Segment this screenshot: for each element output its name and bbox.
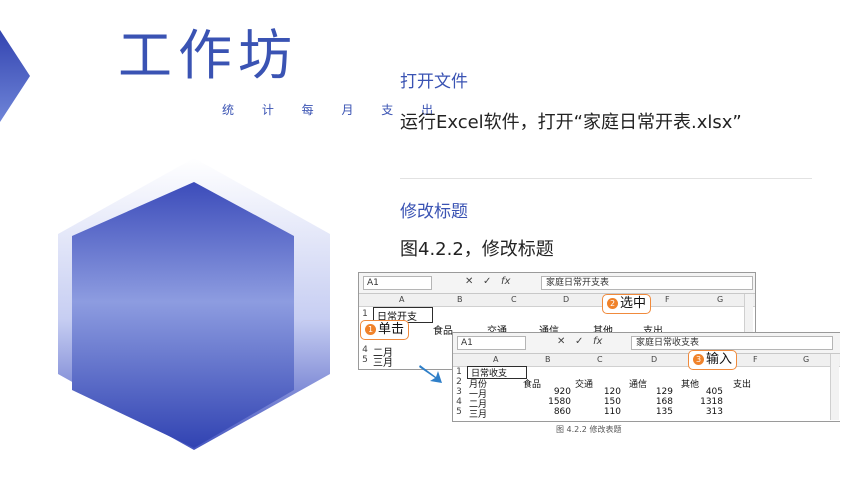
confirm-icon[interactable]: ✓ [575, 336, 584, 347]
hexagon-graphic [58, 158, 330, 450]
data-cell: 129 [655, 387, 673, 397]
data-cell: 150 [603, 397, 621, 407]
formula-input[interactable]: 家庭日常开支表 [541, 276, 753, 290]
header-cell: 通信 [629, 380, 648, 390]
section-edit-title-text: 图4.2.2，修改标题 [400, 239, 554, 260]
cell-a4: 二月 [373, 348, 393, 359]
row-header: 5 [456, 407, 462, 417]
row-header: 1 [456, 367, 462, 377]
cell-a1[interactable]: 日常开支 [377, 312, 417, 323]
data-cell: 168 [655, 397, 673, 407]
data-cell: 920 [553, 387, 571, 397]
section-open-file-text: 运行Excel软件，打开“家庭日常开表.xlsx” [400, 112, 742, 133]
row-header: 5 [362, 355, 368, 365]
selected-cell-a1[interactable] [467, 366, 527, 379]
row-header: 2 [456, 377, 462, 387]
page-title: 工作坊 [118, 24, 298, 87]
row-header: 3 [456, 387, 462, 397]
column-headers: A B C D E F G [359, 294, 755, 307]
month-cell: 一月 [469, 390, 488, 400]
row-header: 4 [362, 345, 368, 355]
month-cell: 二月 [469, 400, 488, 410]
header-cell: 交通 [575, 380, 594, 390]
cell-a1[interactable]: 日常收支 [471, 369, 508, 379]
name-box[interactable]: A1 [457, 336, 526, 350]
spreadsheet-figure: A1 ✕ ✓ fx 家庭日常开支表 A B C D E F G 1 4 5 日常… [356, 268, 840, 438]
data-cell: 860 [553, 407, 571, 417]
data-cell: 135 [655, 407, 673, 417]
header-cell: 通信 [539, 322, 559, 337]
section-open-file-heading: 打开文件 [400, 72, 468, 92]
data-cell: 110 [603, 407, 621, 417]
header-cell: 支出 [733, 380, 752, 390]
header-cell: 支出 [643, 322, 663, 337]
header-cell: 食品 [433, 326, 453, 337]
arrow-icon [419, 365, 442, 383]
formula-input[interactable]: 家庭日常收支表 [631, 336, 833, 350]
data-cell: 405 [705, 387, 723, 397]
row-header: 1 [362, 309, 368, 319]
page-subtitle: 统 计 每 月 支 出 [222, 103, 446, 117]
vertical-scrollbar[interactable] [744, 294, 753, 368]
step-badge: 1 [365, 324, 376, 335]
month-cell: 三月 [469, 410, 488, 420]
cancel-icon[interactable]: ✕ [557, 336, 566, 347]
data-cell: 1318 [700, 397, 723, 407]
figure-caption: 图 4.2.2 修改表题 [556, 425, 622, 434]
header-cell: 食品 [523, 380, 542, 390]
section-divider [400, 178, 812, 179]
data-cell: 313 [705, 407, 723, 417]
step-badge: 3 [693, 354, 704, 365]
formula-bar: A1 ✕ ✓ fx 家庭日常开支表 [359, 273, 755, 294]
name-box[interactable]: A1 [363, 276, 432, 290]
cell-a5: 三月 [373, 358, 393, 369]
section-edit-title-heading: 修改标题 [400, 202, 468, 222]
header-cell: 其他 [681, 380, 700, 390]
formula-bar: A1 ✕ ✓ fx 家庭日常收支表 [453, 333, 840, 354]
header-cell: 交通 [487, 322, 507, 337]
vertical-scrollbar[interactable] [830, 354, 839, 420]
function-icon[interactable]: fx [593, 336, 603, 347]
column-headers: A B C D E F G [453, 354, 840, 367]
header-cell: 月份 [469, 380, 488, 390]
cancel-icon[interactable]: ✕ [465, 276, 474, 287]
data-cell: 1580 [548, 397, 571, 407]
header-cell: 其他 [593, 322, 613, 337]
data-cell: 120 [603, 387, 621, 397]
spreadsheet-window-after: A1 ✕ ✓ fx 家庭日常收支表 A B C D E F G 1 2 3 4 … [452, 332, 840, 422]
function-icon[interactable]: fx [501, 276, 511, 287]
row-header: 4 [456, 397, 462, 407]
confirm-icon[interactable]: ✓ [483, 276, 492, 287]
step-badge: 2 [607, 298, 618, 309]
corner-tab-shape [0, 30, 30, 122]
